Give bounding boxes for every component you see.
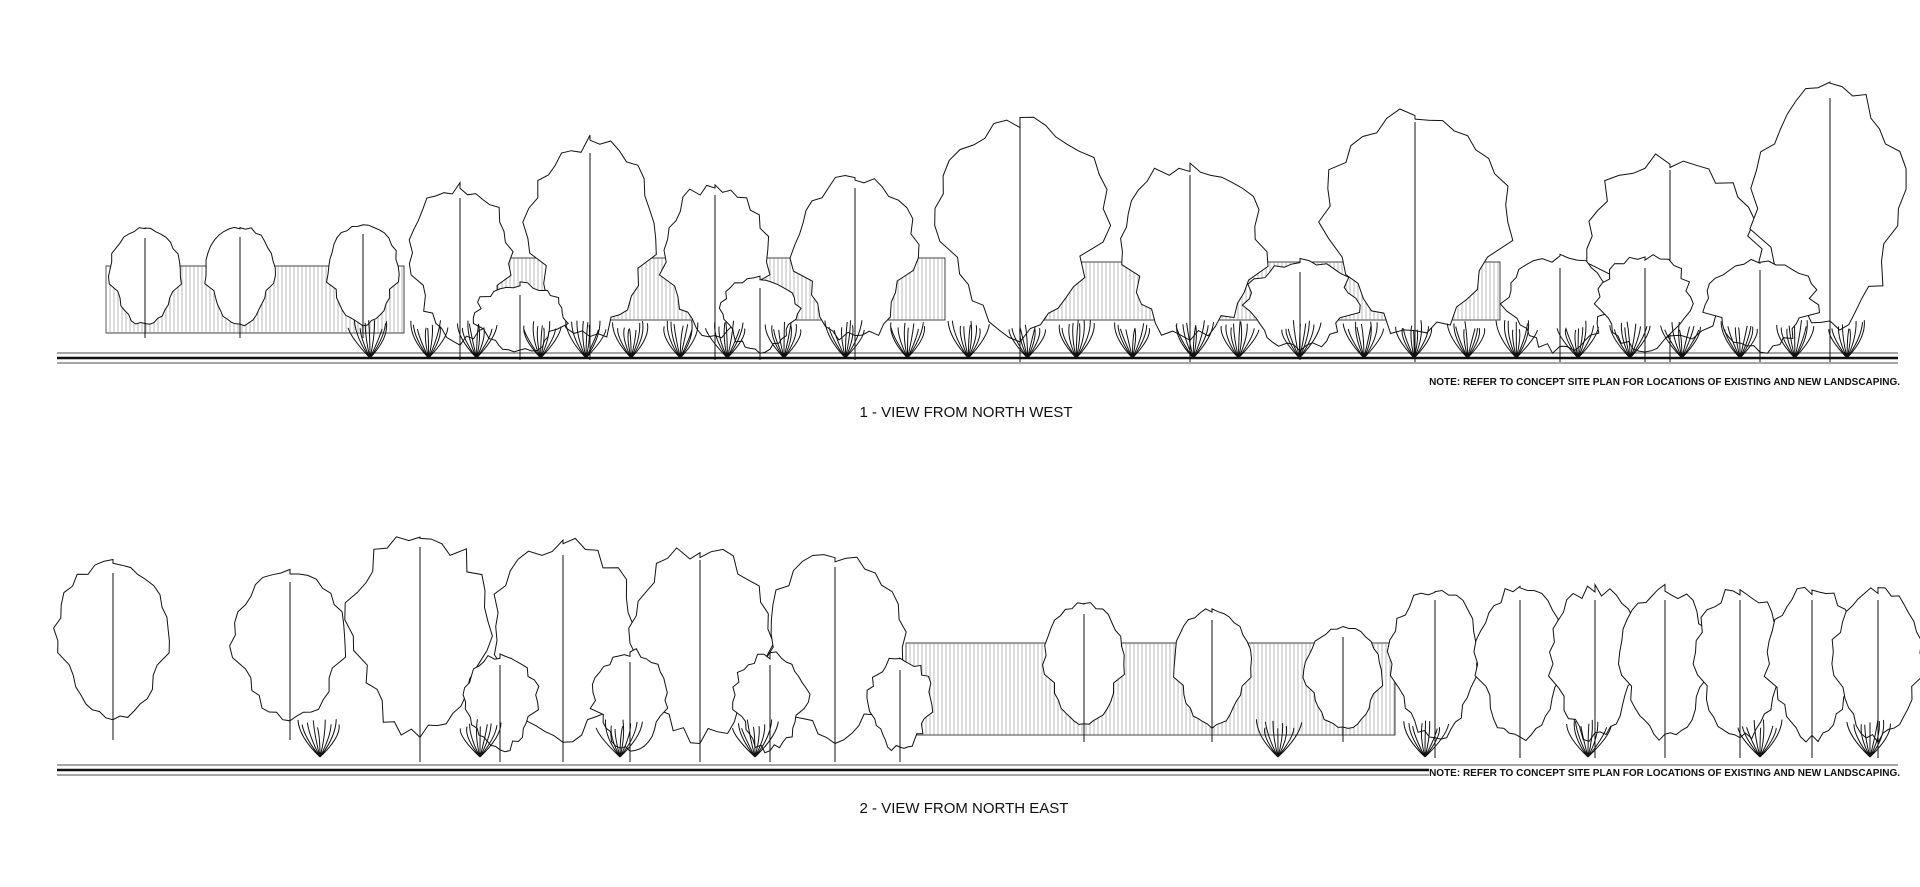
tree-crown <box>1831 587 1920 744</box>
tree-crown <box>934 116 1112 343</box>
tree <box>522 134 657 360</box>
tree <box>462 653 540 762</box>
shrub <box>1342 321 1385 359</box>
view-2-note: NOTE: REFER TO CONCEPT SITE PLAN FOR LOC… <box>1429 768 1900 780</box>
shrub <box>456 320 498 359</box>
shrub <box>595 719 643 758</box>
view-2-title: 2 - VIEW FROM NORTH EAST <box>859 800 1069 817</box>
tree <box>1386 589 1481 758</box>
tree-crown <box>344 536 493 739</box>
shrub <box>732 719 779 758</box>
tree <box>732 651 811 762</box>
ground-line <box>57 352 1898 364</box>
tree-crown <box>1593 254 1694 353</box>
tree <box>1702 258 1821 362</box>
shrub <box>565 320 607 359</box>
tree <box>866 657 934 762</box>
tree <box>789 174 920 360</box>
shrub <box>1220 320 1260 359</box>
tree <box>344 536 493 762</box>
shrub <box>459 719 502 758</box>
shrub <box>824 320 865 359</box>
tree <box>1831 587 1920 758</box>
shrub <box>1008 324 1046 359</box>
shrub <box>764 321 802 359</box>
tree <box>1318 108 1514 362</box>
elevation-north-east <box>53 536 1920 776</box>
tree <box>107 227 182 338</box>
tree <box>718 275 802 360</box>
tree-crown <box>1173 608 1253 729</box>
tree <box>1302 625 1384 742</box>
shrub <box>1737 719 1783 758</box>
shrub <box>1281 320 1322 359</box>
tree-crown <box>1386 589 1481 740</box>
shrub <box>1776 320 1815 359</box>
shrub <box>1175 320 1215 359</box>
tree <box>1593 254 1694 362</box>
shrub <box>890 322 926 359</box>
shrub <box>947 320 990 359</box>
shrub <box>1446 321 1486 359</box>
shrub <box>612 321 649 359</box>
tree <box>1042 602 1125 742</box>
tree-crown <box>1702 258 1821 354</box>
shrub <box>1255 719 1303 758</box>
shrub <box>410 320 449 359</box>
shrub <box>704 320 746 359</box>
tree <box>1173 608 1253 742</box>
tree <box>934 116 1112 362</box>
shrub <box>1403 720 1450 758</box>
shrub <box>1395 320 1433 359</box>
tree-crown <box>53 558 170 721</box>
elevation-north-west <box>57 81 1907 364</box>
tree <box>325 224 400 338</box>
tree-crown <box>1318 108 1514 335</box>
shrub <box>1720 321 1758 359</box>
tree-crown <box>462 653 540 753</box>
shrub <box>1660 321 1701 359</box>
shrub <box>1828 320 1865 359</box>
shrub <box>1609 321 1651 359</box>
tree <box>53 558 170 740</box>
shrub <box>297 719 340 758</box>
tree-crown <box>229 568 347 722</box>
shrub <box>523 321 562 359</box>
shrub <box>347 320 388 359</box>
view-1-title: 1 - VIEW FROM NORTH WEST <box>859 404 1073 421</box>
shrub <box>663 320 699 359</box>
tree-crown <box>732 651 811 754</box>
view-1-note: NOTE: REFER TO CONCEPT SITE PLAN FOR LOC… <box>1429 377 1900 389</box>
shrub <box>1556 320 1599 359</box>
tree <box>229 568 347 740</box>
tree <box>204 226 276 338</box>
shrub <box>1495 320 1538 359</box>
shrub <box>1846 719 1891 758</box>
shrub <box>1114 322 1150 359</box>
tree <box>1617 583 1710 758</box>
shrub <box>1566 719 1612 758</box>
shrub <box>1058 320 1095 359</box>
